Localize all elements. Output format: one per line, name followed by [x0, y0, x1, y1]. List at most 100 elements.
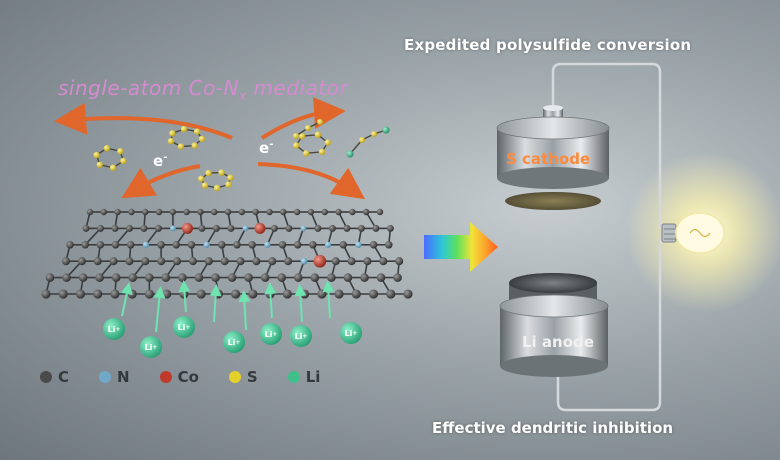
- atom-legend: C N Co S Li: [40, 368, 320, 386]
- carbon-atom: [95, 273, 104, 282]
- carbon-atom: [93, 289, 103, 299]
- nitrogen-atom: [203, 241, 210, 248]
- li-ion-sup: +: [185, 323, 191, 331]
- electron-sup: -: [163, 152, 168, 163]
- carbon-atom: [321, 208, 328, 216]
- carbon-atom: [284, 257, 293, 266]
- sulfur-atom: [225, 181, 232, 188]
- carbon-atom: [227, 224, 235, 232]
- li-ion: Li+: [260, 323, 282, 345]
- sulfur-atom: [213, 184, 221, 192]
- carbon-atom: [236, 257, 245, 266]
- carbon-atom: [268, 257, 277, 266]
- carbon-atom: [125, 224, 133, 232]
- carbon-atom: [277, 273, 287, 282]
- carbon-atom: [362, 208, 370, 216]
- cathode-disc: [505, 192, 601, 210]
- li-ion-sup: +: [152, 343, 158, 351]
- arrow-upper-left: [54, 102, 233, 140]
- carbon-atom: [126, 241, 135, 249]
- carbon-atom: [280, 208, 287, 216]
- mediator-subscript: x: [238, 89, 247, 103]
- carbon-atom: [169, 208, 177, 216]
- sulfur-atom: [201, 182, 209, 189]
- nitrogen-atom: [170, 225, 176, 232]
- li-ion: Li+: [223, 331, 245, 353]
- arrow-lower-left: [121, 164, 201, 199]
- carbon-atom: [154, 224, 162, 232]
- carbon-atom: [142, 208, 149, 216]
- s-cathode: [496, 105, 610, 210]
- carbon-atom: [211, 208, 218, 216]
- carbon-atom: [369, 241, 378, 249]
- mediator-suffix: mediator: [246, 76, 349, 100]
- carbon-atom: [386, 224, 394, 232]
- carbon-atom: [75, 289, 86, 299]
- carbon-atom: [196, 289, 206, 299]
- carbon-atom: [278, 241, 287, 249]
- carbon-atom: [293, 241, 302, 249]
- carbon-atom: [197, 208, 204, 216]
- carbon-atom: [204, 257, 213, 266]
- li-ion-base: Li: [294, 331, 303, 341]
- carbon-atom: [368, 289, 379, 299]
- carbon-atom: [100, 208, 108, 216]
- carbon-atom: [41, 289, 51, 299]
- carbon-atom: [335, 208, 342, 216]
- sulfur-atom: [191, 142, 198, 149]
- li-arrow: [294, 284, 307, 323]
- carbon-atom: [82, 224, 90, 232]
- li-ion-base: Li: [227, 337, 236, 347]
- li-ion-base: Li: [264, 329, 273, 339]
- carbon-atom: [379, 257, 388, 266]
- carbon-atom: [376, 208, 384, 216]
- legend-label-co: Co: [177, 368, 199, 386]
- carbon-atom: [198, 224, 206, 232]
- carbon-atom: [266, 208, 273, 216]
- sulfur-atom: [205, 169, 212, 177]
- mediator-prefix: single-atom Co-N: [58, 76, 239, 100]
- carbon-atom: [62, 273, 71, 282]
- li-ion-base: Li: [177, 322, 186, 332]
- li-ion-base: Li: [344, 328, 353, 338]
- carbon-atom: [343, 224, 351, 232]
- carbon-atom: [161, 273, 171, 282]
- carbon-atom: [386, 289, 396, 299]
- carbon-atom: [244, 273, 253, 282]
- carbon-atom: [157, 241, 165, 249]
- li-ion: Li+: [340, 322, 362, 344]
- legend-dot-n: [99, 371, 112, 383]
- carbon-atom: [307, 208, 315, 216]
- li-ion-sup: +: [352, 329, 358, 337]
- sulfur-atom: [120, 157, 127, 165]
- polysulfide-molecules: [93, 119, 390, 192]
- li-ion: Li+: [290, 325, 312, 347]
- carbon-atom: [187, 241, 196, 249]
- carbon-atom: [372, 224, 380, 232]
- sulfur-atom: [96, 161, 103, 168]
- carbon-atom: [293, 273, 303, 282]
- sulfur-atom: [298, 132, 306, 140]
- electron-label-left: e-: [153, 152, 167, 170]
- li-ion-base: Li: [107, 324, 116, 334]
- sulfur-atom: [109, 164, 117, 171]
- carbon-atom: [351, 289, 361, 299]
- nitrogen-atom: [300, 225, 307, 232]
- legend-item-n: N: [99, 368, 130, 386]
- legend-item-c: C: [40, 368, 69, 386]
- carbon-atom: [227, 273, 237, 282]
- carbon-atom: [144, 289, 154, 299]
- arrow-upper-right: [260, 97, 346, 140]
- electron-base: e: [259, 139, 270, 157]
- li-ion: Li+: [103, 318, 125, 340]
- li-arrow: [238, 290, 251, 331]
- sulfur-atom: [117, 148, 124, 155]
- cathode-label: S cathode: [506, 150, 591, 168]
- carbon-atom: [218, 241, 226, 249]
- carbon-atom: [252, 208, 259, 216]
- carbon-atom: [61, 257, 71, 266]
- carbon-atom: [128, 273, 138, 282]
- nitrogen-atom: [242, 225, 249, 232]
- carbon-atom: [125, 257, 134, 266]
